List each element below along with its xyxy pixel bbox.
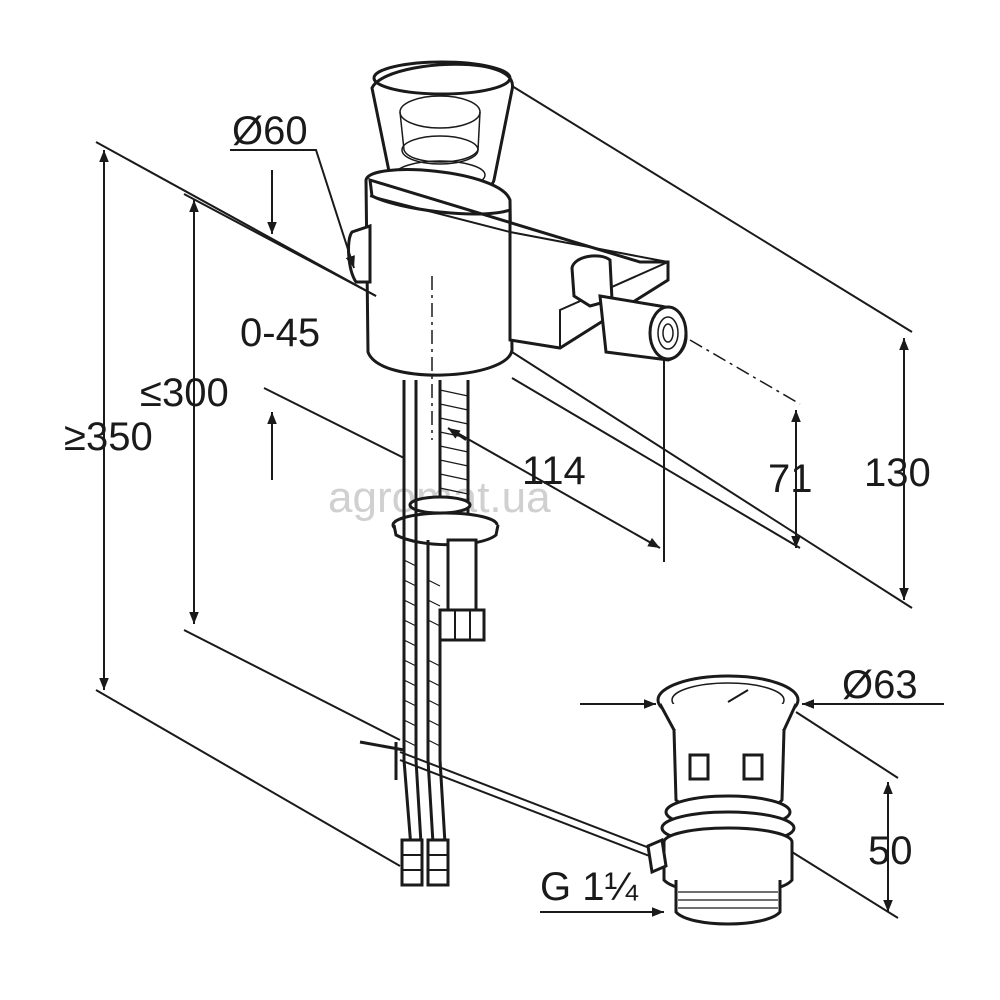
dimension-dia-63: Ø63 xyxy=(842,663,918,707)
dimension-height-50: 50 xyxy=(868,829,913,873)
drain-drawing xyxy=(646,674,800,926)
dimension-dia-60: Ø60 xyxy=(232,109,308,153)
dimension-max-300: ≤300 xyxy=(140,371,229,415)
drain-thread-hatch xyxy=(678,891,778,909)
dimension-min-350: ≥350 xyxy=(64,415,153,459)
dimension-height-130: 130 xyxy=(864,451,931,495)
dimension-swivel-range: 0-45 xyxy=(240,311,320,355)
dimension-height-71: 71 xyxy=(768,457,813,501)
dimension-thread: G 1¼ xyxy=(540,865,638,909)
dimension-length-114: 114 xyxy=(522,449,586,493)
hose-hatch xyxy=(403,559,441,747)
dimension-lines xyxy=(95,85,944,919)
faucet-drawing xyxy=(347,60,688,887)
